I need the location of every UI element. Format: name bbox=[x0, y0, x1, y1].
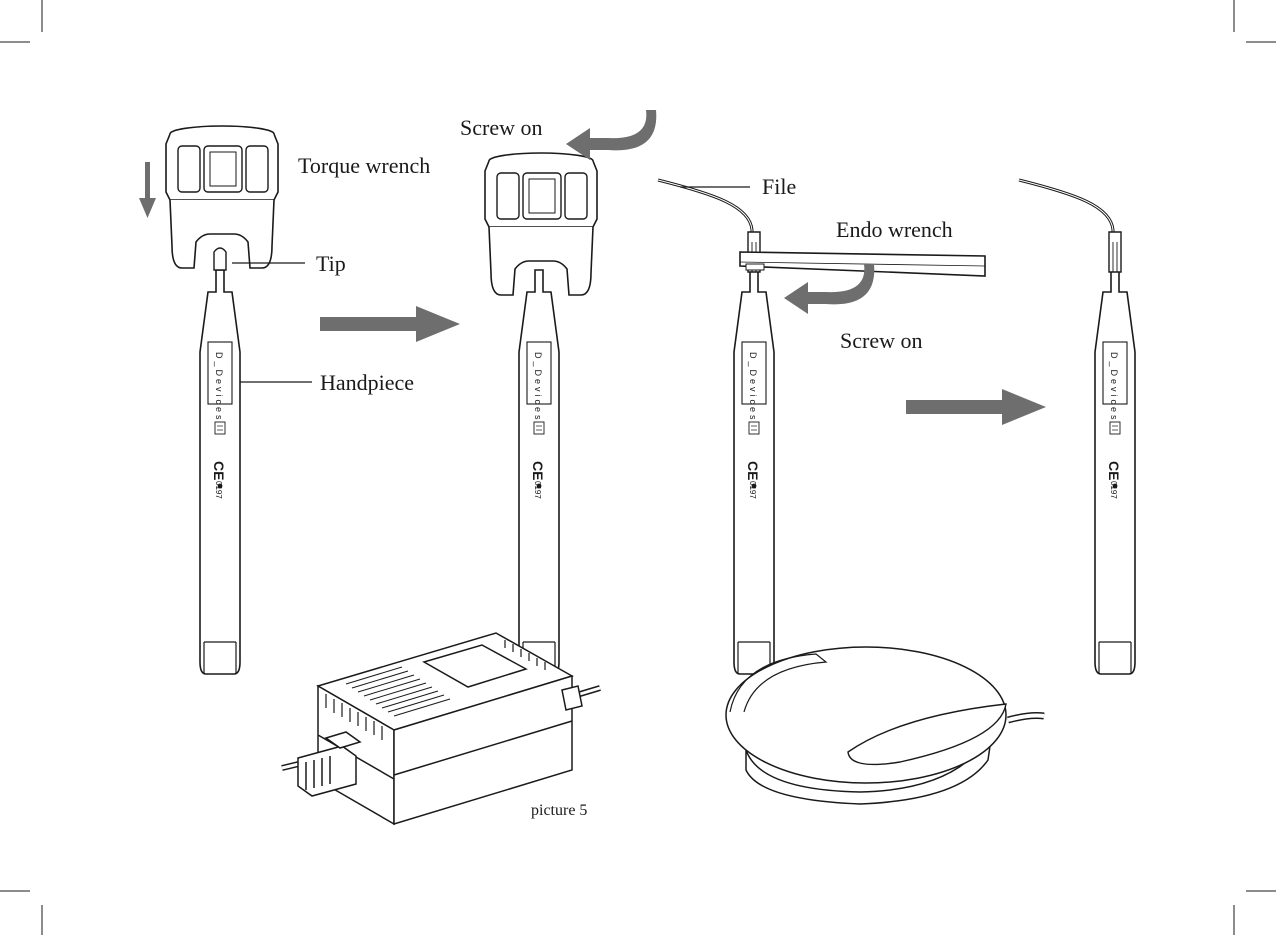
brand-text-2: D_Devices bbox=[533, 352, 543, 423]
ce-text-3: CE bbox=[745, 461, 761, 480]
nb-text-3: 0197 bbox=[748, 481, 757, 499]
brand-text-3: D_Devices bbox=[748, 352, 758, 423]
label-tip: Tip bbox=[316, 253, 346, 275]
label-endo-wrench: Endo wrench bbox=[836, 219, 953, 241]
notified-body-number: 0197 0197 0197 0197 bbox=[214, 481, 1118, 499]
label-torque-wrench: Torque wrench bbox=[298, 155, 430, 177]
step-1-torque-wrench bbox=[166, 126, 278, 268]
arrow-right-1 bbox=[320, 306, 460, 342]
curved-arrow-top bbox=[566, 110, 656, 160]
nb-text-1: 0197 bbox=[214, 481, 223, 499]
ce-mark: CE CE CE CE bbox=[211, 461, 1122, 480]
ce-text-1: CE bbox=[211, 461, 227, 480]
nb-text-4: 0197 bbox=[1109, 481, 1118, 499]
foot-pedal bbox=[726, 647, 1044, 804]
label-handpiece: Handpiece bbox=[320, 372, 414, 394]
nb-text-2: 0197 bbox=[533, 481, 542, 499]
ce-text-4: CE bbox=[1106, 461, 1122, 480]
ce-text-2: CE bbox=[530, 461, 546, 480]
down-arrow bbox=[139, 162, 156, 218]
label-screw-on-bottom: Screw on bbox=[840, 330, 922, 352]
brand-text-4: D_Devices bbox=[1109, 352, 1119, 423]
step-4-file bbox=[1019, 180, 1121, 272]
brand-text-1: D_Devices bbox=[214, 352, 224, 423]
label-file: File bbox=[762, 176, 796, 198]
step-1-tip bbox=[214, 248, 226, 270]
endo-wrench bbox=[740, 252, 985, 276]
arrow-right-2 bbox=[906, 389, 1046, 425]
label-screw-on-top: Screw on bbox=[460, 117, 542, 139]
picture-caption: picture 5 bbox=[531, 803, 587, 819]
